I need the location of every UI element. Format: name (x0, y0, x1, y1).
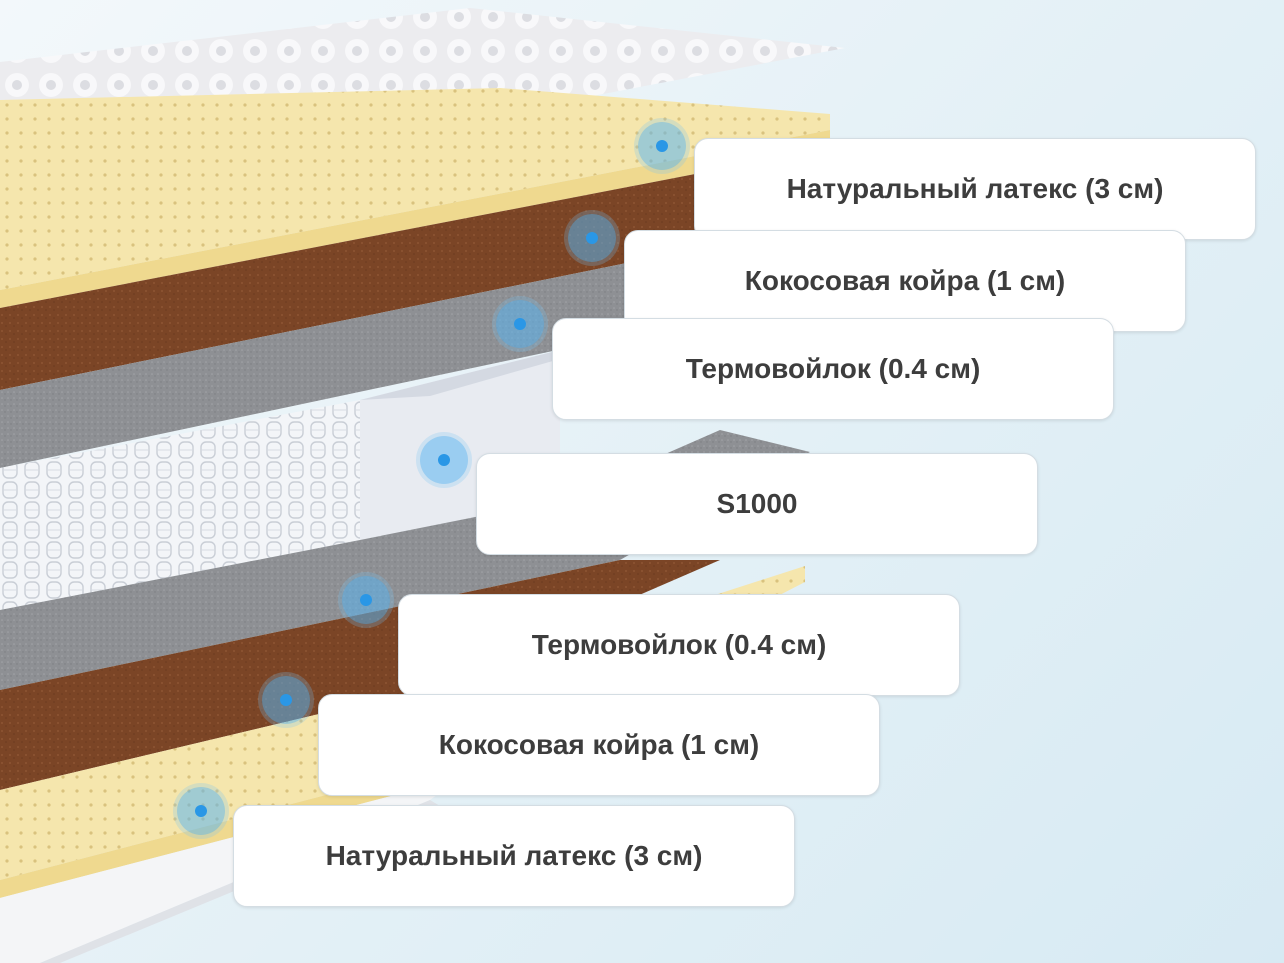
hotspot-dot (438, 454, 450, 466)
hotspot-dot (195, 805, 207, 817)
layer-label-text: Термовойлок (0.4 см) (531, 629, 827, 660)
layer-label-top-latex[interactable]: Натуральный латекс (3 см) (694, 138, 1256, 240)
hotspot-marker-springs[interactable] (420, 436, 468, 484)
hotspot-marker-bottom-coir[interactable] (262, 676, 310, 724)
hotspot-dot (656, 140, 668, 152)
hotspot-dot (586, 232, 598, 244)
hotspot-marker-bottom-latex[interactable] (177, 787, 225, 835)
hotspot-dot (360, 594, 372, 606)
layer-label-text: Натуральный латекс (3 см) (786, 173, 1164, 204)
layer-label-text: Термовойлок (0.4 см) (685, 353, 981, 384)
layer-label-text: Натуральный латекс (3 см) (325, 840, 703, 871)
layer-label-springs[interactable]: S1000 (476, 453, 1038, 555)
layer-label-top-coir[interactable]: Кокосовая койра (1 см) (624, 230, 1186, 332)
layer-label-bottom-latex[interactable]: Натуральный латекс (3 см) (233, 805, 795, 907)
top-cover-sheet (0, 8, 845, 106)
hotspot-marker-top-felt[interactable] (496, 300, 544, 348)
top-felt-layer (0, 236, 760, 468)
layer-label-bottom-felt[interactable]: Термовойлок (0.4 см) (398, 594, 960, 696)
hotspot-dot (280, 694, 292, 706)
layer-label-text: S1000 (716, 488, 798, 519)
hotspot-marker-top-latex[interactable] (638, 122, 686, 170)
layer-label-text: Кокосовая койра (1 см) (438, 729, 760, 760)
top-latex-edge (0, 130, 830, 308)
hotspot-dot (514, 318, 526, 330)
hotspot-marker-bottom-felt[interactable] (342, 576, 390, 624)
top-latex-surface (0, 88, 830, 290)
hotspot-marker-top-coir[interactable] (568, 214, 616, 262)
layer-label-top-felt[interactable]: Термовойлок (0.4 см) (552, 318, 1114, 420)
layer-label-text: Кокосовая койра (1 см) (744, 265, 1066, 296)
layer-label-bottom-coir[interactable]: Кокосовая койра (1 см) (318, 694, 880, 796)
top-coir-layer (0, 148, 830, 390)
